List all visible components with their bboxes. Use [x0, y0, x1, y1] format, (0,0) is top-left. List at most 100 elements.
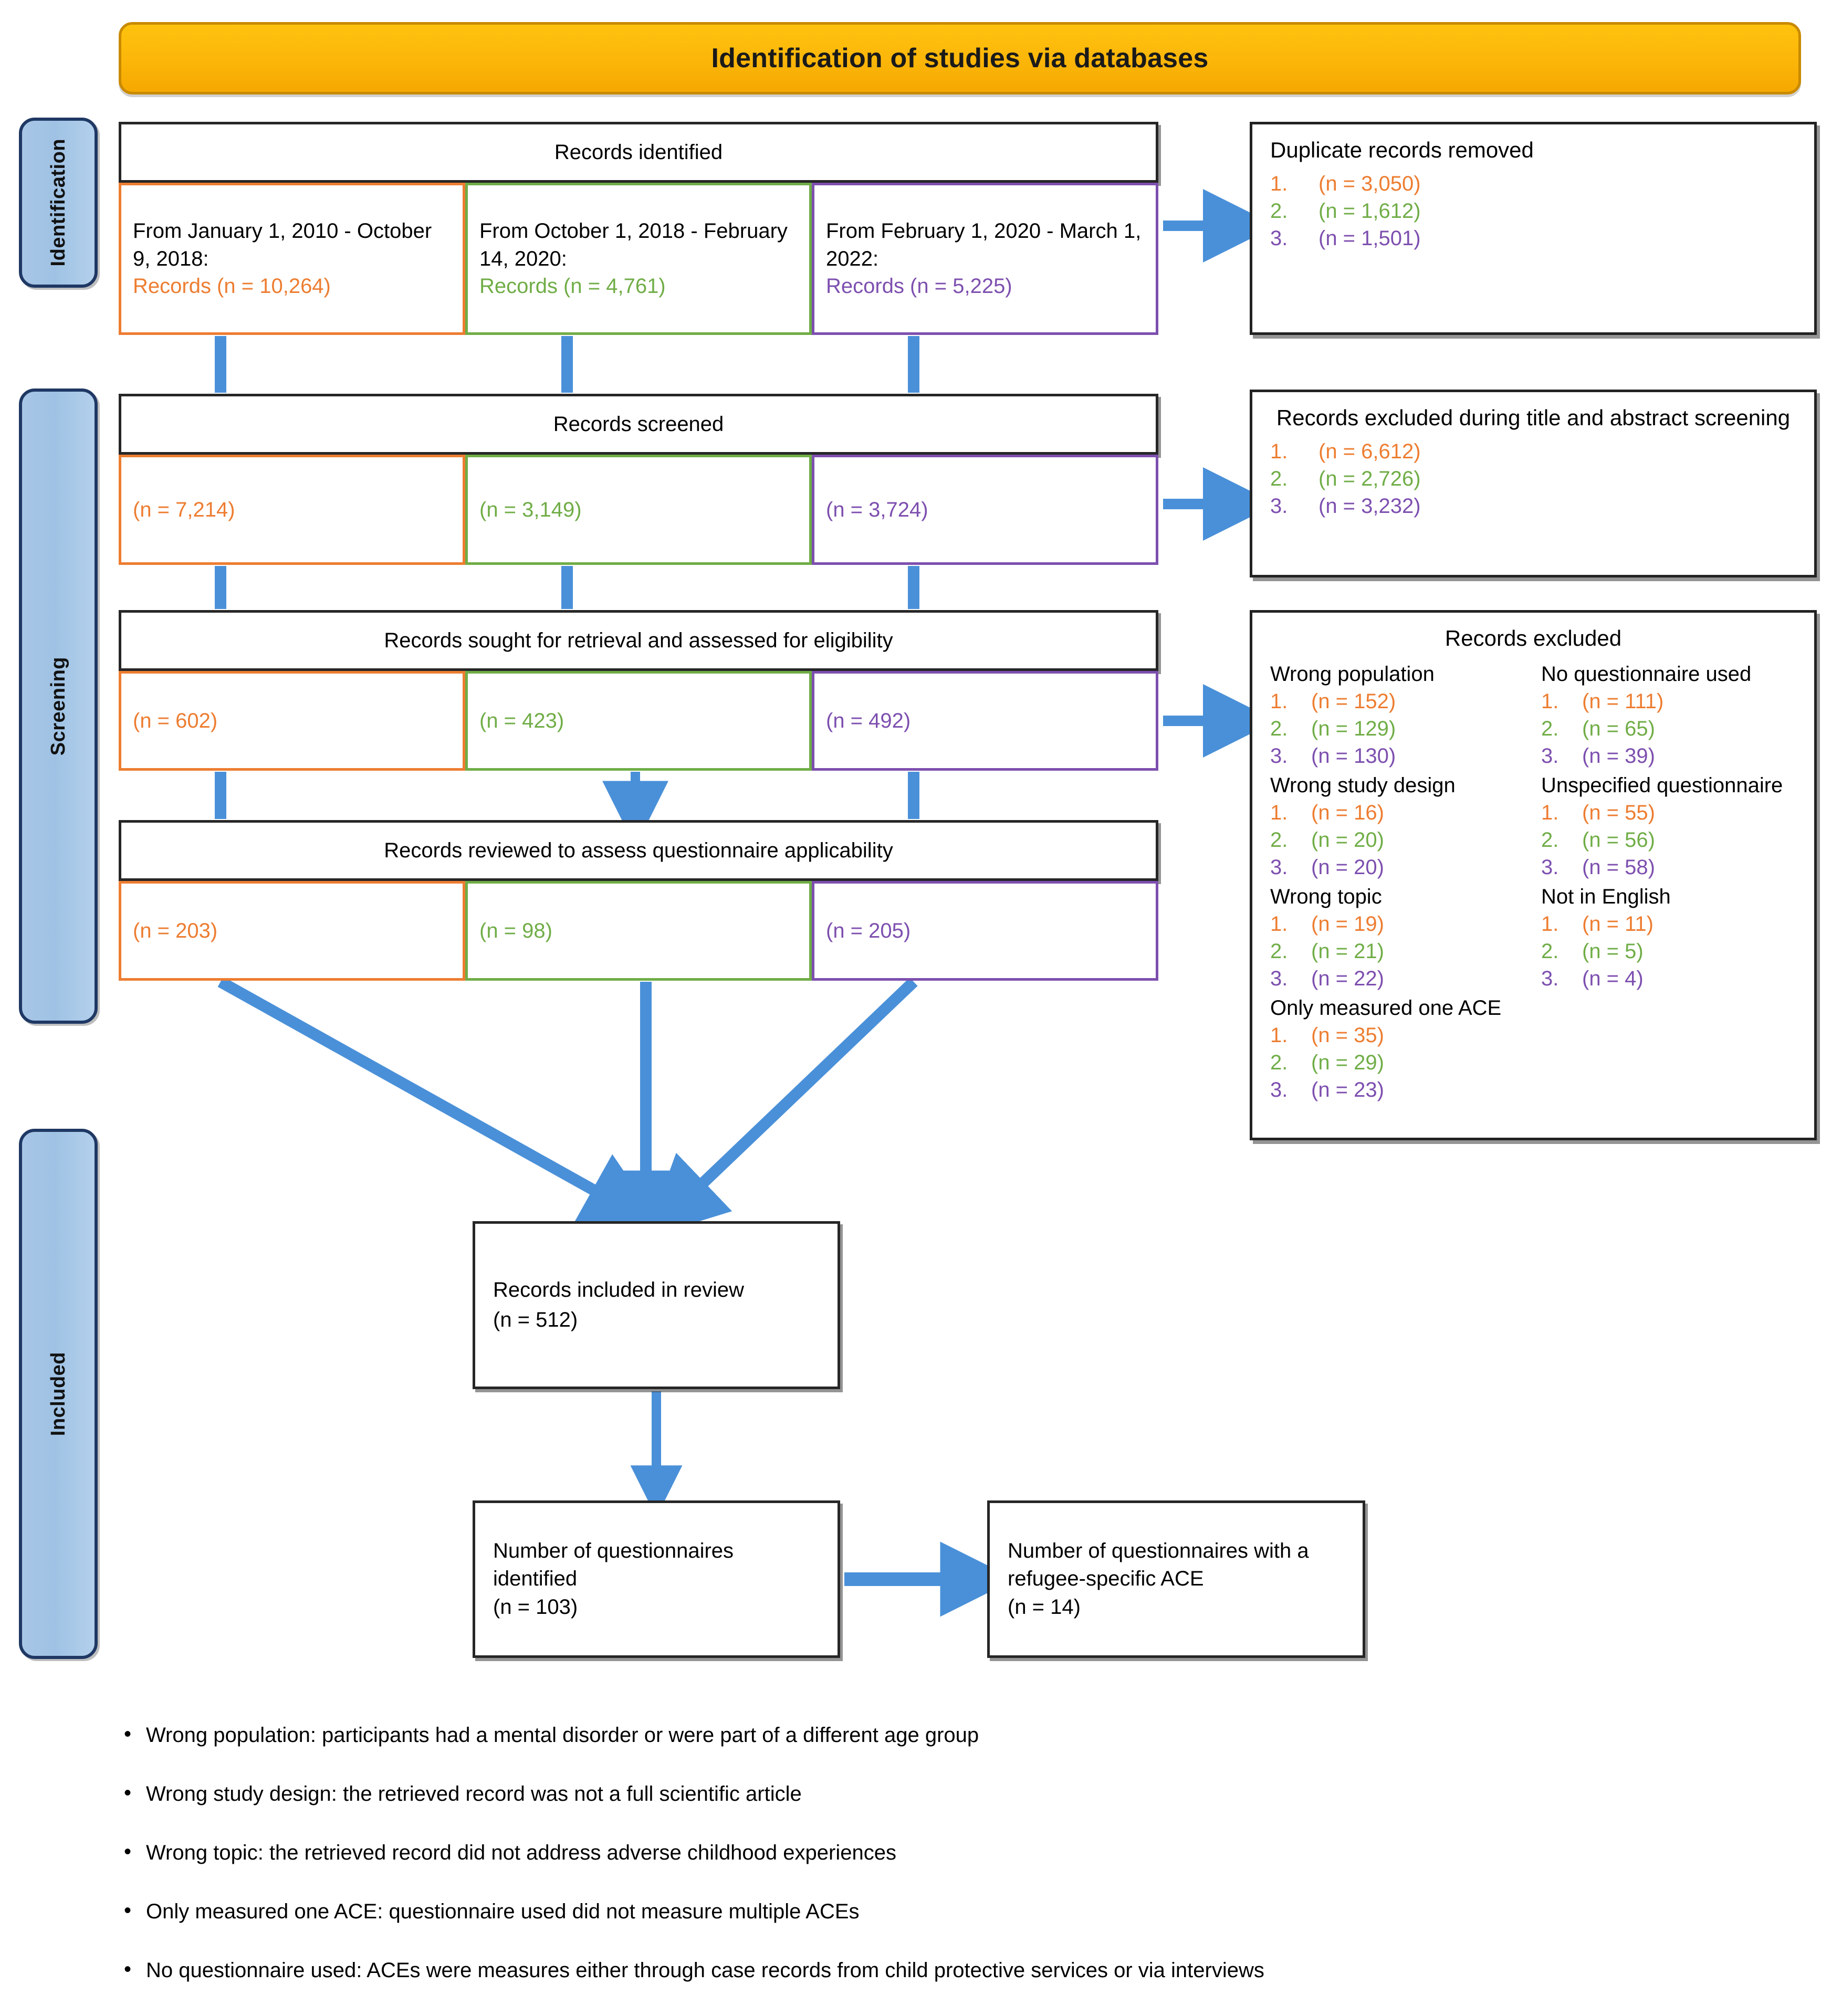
item-number: 2.	[1270, 828, 1288, 852]
header-label: Records sought for retrieval and assesse…	[384, 629, 893, 652]
stage-label-included: Included	[47, 1351, 69, 1436]
box-label: Number of questionnaires with a refugee-…	[1008, 1539, 1309, 1591]
reason-block: Wrong population 1. (n = 152) 2. (n = 12…	[1270, 660, 1525, 770]
cell-value: Records (n = 4,761)	[479, 275, 666, 298]
footnotes: Wrong population: participants had a men…	[121, 1721, 1801, 2016]
box-label: Records included in review	[493, 1278, 745, 1302]
list-item: 2. (n = 1,612)	[1270, 197, 1796, 225]
cell-value: (n = 602)	[133, 709, 218, 732]
item-number: 3.	[1270, 494, 1288, 518]
list-item: 1. (n = 3,050)	[1270, 170, 1796, 197]
item-value: (n = 3,232)	[1318, 494, 1421, 518]
excluded-right-column: No questionnaire used 1. (n = 111) 2. (n…	[1541, 658, 1796, 1104]
reason-name: Wrong population	[1270, 662, 1435, 686]
item-value: (n = 129)	[1311, 717, 1396, 740]
list-item: 3. (n = 58)	[1541, 854, 1796, 881]
list-item: 2. (n = 29)	[1270, 1049, 1525, 1076]
cell-value: (n = 98)	[479, 919, 552, 942]
list-item: 3. (n = 20)	[1270, 854, 1525, 881]
item-value: (n = 29)	[1311, 1051, 1384, 1074]
item-number: 3.	[1541, 744, 1559, 768]
item-value: (n = 20)	[1311, 828, 1384, 852]
item-value: (n = 111)	[1582, 689, 1664, 713]
cell-value: Records (n = 5,225)	[826, 275, 1012, 298]
reason-block: Only measured one ACE 1. (n = 35) 2. (n …	[1270, 994, 1525, 1104]
list-item: 2. (n = 5)	[1541, 938, 1796, 965]
reason-name: Only measured one ACE	[1270, 996, 1502, 1020]
item-number: 3.	[1270, 226, 1288, 250]
item-value: (n = 22)	[1311, 967, 1384, 990]
item-value: (n = 39)	[1582, 744, 1655, 768]
header-records-sought: Records sought for retrieval and assesse…	[119, 610, 1158, 671]
list-item: 1. (n = 55)	[1541, 799, 1796, 826]
cell-sought-series2: (n = 423)	[465, 671, 812, 771]
cell-reviewed-series2: (n = 98)	[465, 881, 812, 981]
box-records-included-in-review: Records included in review (n = 512)	[473, 1221, 840, 1389]
header-records-reviewed: Records reviewed to assess questionnaire…	[119, 820, 1158, 881]
reason-name: Wrong topic	[1270, 885, 1382, 908]
item-number: 2.	[1270, 467, 1288, 490]
box-questionnaires-refugee-specific: Number of questionnaires with a refugee-…	[987, 1500, 1365, 1658]
item-value: (n = 21)	[1311, 939, 1384, 963]
item-number: 2.	[1270, 939, 1288, 963]
box-value: (n = 512)	[493, 1308, 578, 1331]
item-value: (n = 130)	[1311, 744, 1396, 768]
box-records-excluded-title-abstract: Records excluded during title and abstra…	[1250, 390, 1817, 578]
footnote-item: No questionnaire used: ACEs were measure…	[124, 1956, 1801, 1983]
reason-block: No questionnaire used 1. (n = 111) 2. (n…	[1541, 660, 1796, 770]
item-number: 2.	[1270, 717, 1288, 740]
stage-bar-screening: Screening	[19, 388, 98, 1024]
cell-identified-series2: From October 1, 2018 - February 14, 2020…	[465, 183, 812, 335]
item-number: 3.	[1270, 967, 1288, 990]
cell-period: From February 1, 2020 - March 1, 2022:	[826, 219, 1142, 270]
excluded-left-column: Wrong population 1. (n = 152) 2. (n = 12…	[1270, 658, 1525, 1104]
list-item: 3. (n = 130)	[1270, 742, 1525, 770]
cell-value: (n = 3,149)	[479, 498, 582, 521]
stage-label-identification: Identification	[47, 139, 69, 267]
list-item: 1. (n = 6,612)	[1270, 438, 1796, 465]
item-number: 2.	[1270, 1051, 1288, 1074]
footnote-item: Wrong topic: the retrieved record did no…	[124, 1839, 1801, 1866]
cell-value: (n = 3,724)	[826, 498, 928, 521]
item-value: (n = 152)	[1311, 689, 1396, 713]
item-number: 3.	[1541, 967, 1559, 990]
box-title: Duplicate records removed	[1270, 138, 1534, 162]
item-number: 2.	[1541, 828, 1559, 852]
list-item: 1. (n = 35)	[1270, 1022, 1525, 1049]
item-number: 1.	[1270, 801, 1288, 824]
reason-name: No questionnaire used	[1541, 662, 1752, 686]
item-number: 1.	[1270, 1023, 1288, 1047]
cell-sought-series3: (n = 492)	[812, 671, 1158, 771]
item-number: 3.	[1541, 855, 1559, 879]
item-value: (n = 58)	[1582, 855, 1655, 879]
list-item: 3. (n = 39)	[1541, 742, 1796, 770]
list-item: 3. (n = 22)	[1270, 965, 1525, 992]
header-label: Records identified	[554, 141, 723, 164]
item-value: (n = 6,612)	[1318, 439, 1421, 463]
diagram-title-banner: Identification of studies via databases	[119, 22, 1801, 94]
cell-screened-series1: (n = 7,214)	[119, 455, 465, 565]
list-item: 2. (n = 20)	[1270, 826, 1525, 854]
item-value: (n = 16)	[1311, 801, 1384, 824]
item-value: (n = 65)	[1582, 717, 1655, 740]
list-item: 3. (n = 3,232)	[1270, 492, 1796, 520]
item-number: 3.	[1270, 855, 1288, 879]
cell-sought-series1: (n = 602)	[119, 671, 465, 771]
header-label: Records screened	[553, 413, 724, 436]
cell-value: (n = 423)	[479, 709, 564, 732]
item-value: (n = 56)	[1582, 828, 1655, 852]
list-item: 2. (n = 2,726)	[1270, 465, 1796, 492]
box-duplicate-records-removed: Duplicate records removed 1. (n = 3,050)…	[1250, 122, 1817, 335]
cell-reviewed-series1: (n = 203)	[119, 881, 465, 981]
cell-period: From October 1, 2018 - February 14, 2020…	[479, 219, 788, 270]
item-number: 2.	[1541, 939, 1559, 963]
cell-identified-series1: From January 1, 2010 - October 9, 2018: …	[119, 183, 465, 335]
list-item: 2. (n = 65)	[1541, 715, 1796, 742]
cell-value: (n = 203)	[133, 919, 218, 942]
item-number: 1.	[1541, 912, 1559, 936]
item-number: 2.	[1541, 717, 1559, 740]
reason-block: Unspecified questionnaire 1. (n = 55) 2.…	[1541, 772, 1796, 881]
item-value: (n = 20)	[1311, 855, 1384, 879]
stage-bar-included: Included	[19, 1129, 98, 1659]
